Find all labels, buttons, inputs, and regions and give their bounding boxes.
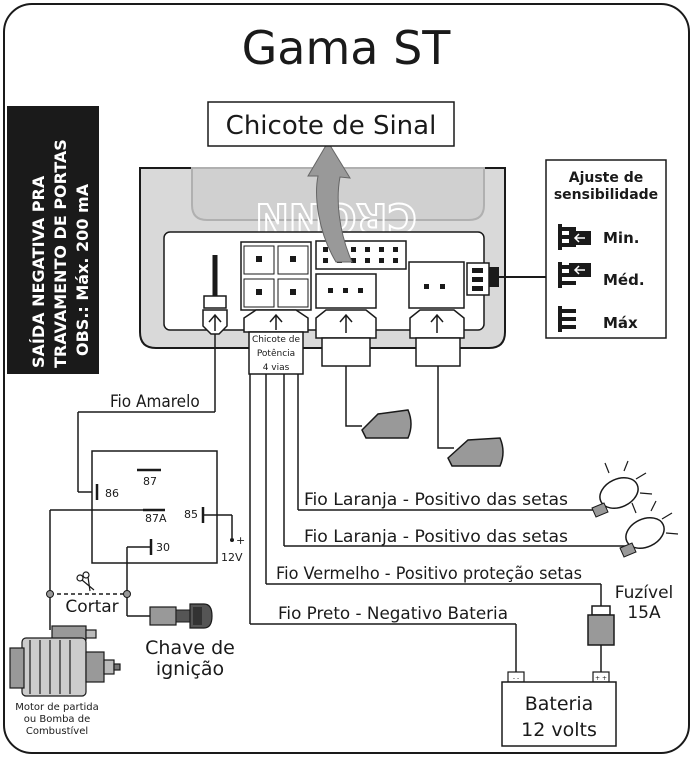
starter-motor-icon (9, 625, 121, 697)
motor-label-3: Combustível (26, 725, 88, 737)
wire-yellow-label: Fio Amarelo (110, 392, 200, 412)
jumper-max-icon (558, 306, 576, 332)
battery-label-1: Bateria (525, 693, 594, 715)
relay-pin-30: 30 (156, 541, 170, 554)
jumper-med-label: Méd. (603, 271, 645, 289)
relay-plus: + (236, 534, 245, 547)
relay-12v: 12V (221, 551, 243, 564)
sensor-1-icon (361, 409, 412, 439)
relay-pin-86: 86 (105, 487, 119, 500)
signal-harness-text: Chicote de Sinal (226, 111, 437, 141)
motor-label-1: Motor de partida (15, 702, 99, 713)
power-plug: Chicote de Potência 4 vias (243, 309, 309, 375)
motor-label-2: ou Bomba de (24, 714, 91, 725)
jumper-min-label: Min. (603, 229, 639, 247)
side-label-line1: SAÍDA NEGATIVA PRA (29, 175, 48, 368)
battery-plus-terminal: + + (595, 675, 607, 682)
turn-signal-bulb-2-icon (619, 500, 679, 558)
turn-signal-bulb-1-icon (591, 460, 653, 518)
signal-arrow (307, 141, 353, 263)
battery: - - + + Bateria 12 volts (501, 671, 617, 747)
jumper-min-icon (558, 224, 591, 250)
wire-orange-1-label: Fio Laranja - Positivo das setas (304, 490, 568, 510)
relay-pin-87: 87 (143, 475, 157, 488)
yellow-wire-pin (203, 295, 227, 309)
fuse-label-2: 15A (627, 603, 661, 623)
sensitivity-title-1: Ajuste de (569, 170, 644, 186)
door-lock-output-note: SAÍDA NEGATIVA PRA TRAVAMENTO DE PORTAS … (7, 106, 99, 374)
sensor-socket-3pin (315, 273, 377, 309)
ignition-key-icon (149, 603, 213, 629)
relay: 86 87 87A 85 30 (91, 450, 218, 564)
battery-label-2: 12 volts (521, 719, 597, 741)
power-harness-line1: Chicote de (252, 335, 301, 345)
sensitivity-title-2: sensibilidade (554, 187, 658, 203)
ignition-label-2: ignição (156, 658, 224, 680)
relay-pin-87a: 87A (145, 512, 167, 525)
wire-red-label: Fio Vermelho - Positivo proteção setas (276, 564, 582, 584)
jumper-med-icon (558, 262, 591, 288)
page-title: Gama ST (242, 21, 452, 75)
wire-black-label: Fio Preto - Negativo Bateria (278, 604, 508, 624)
ignition-label-1: Chave de (145, 637, 235, 659)
battery-minus-terminal: - - (513, 675, 519, 682)
sensitivity-panel: Ajuste de sensibilidade Min. Méd. (545, 159, 667, 339)
scissors-icon (76, 571, 95, 592)
cut-label: Cortar (65, 597, 118, 617)
power-harness-line3: 4 vias (263, 363, 290, 373)
cut-line (46, 590, 131, 598)
power-connector-socket (240, 241, 312, 311)
sensor-plug-3pin (315, 309, 377, 367)
fuse-label-1: Fuzível (615, 583, 674, 603)
sensor-plug-2pin (409, 309, 465, 367)
sensor-socket-2pin (408, 261, 465, 309)
side-label-line2: TRAVAMENTO DE PORTAS (51, 139, 70, 368)
sensor-2-icon (447, 437, 504, 467)
side-label-line3: OBS.: Máx. 200 mA (73, 183, 92, 356)
relay-pin-85: 85 (184, 508, 198, 521)
jumper-max-label: Máx (603, 314, 638, 332)
signal-harness-label: Chicote de Sinal (207, 101, 455, 147)
power-harness-line2: Potência (257, 348, 295, 359)
sensitivity-jumper (466, 262, 546, 296)
fuse-icon (587, 605, 615, 672)
wire-orange-2-label: Fio Laranja - Positivo das setas (304, 527, 568, 547)
